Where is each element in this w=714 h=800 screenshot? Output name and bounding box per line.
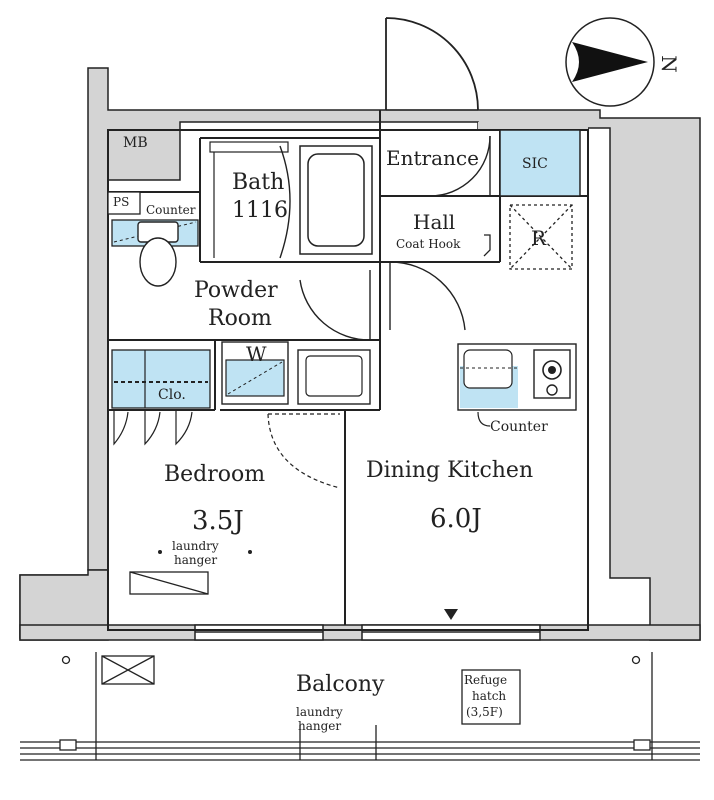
coat-hook-label: Coat Hook [396,237,461,251]
ps-label: PS [113,195,130,209]
hall-label: Hall [413,210,456,234]
balcony-area [20,652,700,761]
powder-room-label-2: Room [208,306,272,331]
bedroom-laundry-2: hanger [174,553,218,567]
dining-area-label: 6.0J [430,504,482,534]
ps-box [107,191,141,215]
bedroom-laundry-1: laundry [172,539,219,553]
counter-top-label: Counter [146,203,196,217]
north-label: N [656,55,681,73]
sic-label: SIC [522,156,548,172]
washer [221,341,289,405]
balcony-laundry-1: laundry [296,705,343,719]
bedroom-label: Bedroom [164,462,266,487]
building-walls [19,67,701,641]
bottom-wall [19,624,701,641]
balcony-laundry-2: hanger [298,719,342,733]
fridge-label: R [531,226,547,250]
sic-cabinet [499,129,581,197]
bedroom-area-label: 3.5J [192,506,244,536]
closet [111,349,211,446]
washer-label: W [246,342,267,366]
kitchen-counter [457,343,577,411]
compass-icon [565,17,655,107]
closet-label: Clo. [158,387,186,403]
counter-kitchen-label: Counter [490,419,548,435]
bath-size-label: 1116 [232,198,288,223]
refuge-label-2: hatch [472,689,507,703]
mb-label: MB [123,135,148,151]
powder-room-label-1: Powder [194,278,278,303]
dining-kitchen-label: Dining Kitchen [366,458,534,483]
entrance-label: Entrance [386,146,479,170]
entry-marker [444,609,458,620]
toilet [137,221,179,287]
refuge-label-1: Refuge [464,673,508,687]
bath-label: Bath [232,170,285,195]
fridge-space [509,204,573,270]
refuge-label-3: (3,5F) [466,705,503,719]
balcony-label: Balcony [296,672,385,697]
